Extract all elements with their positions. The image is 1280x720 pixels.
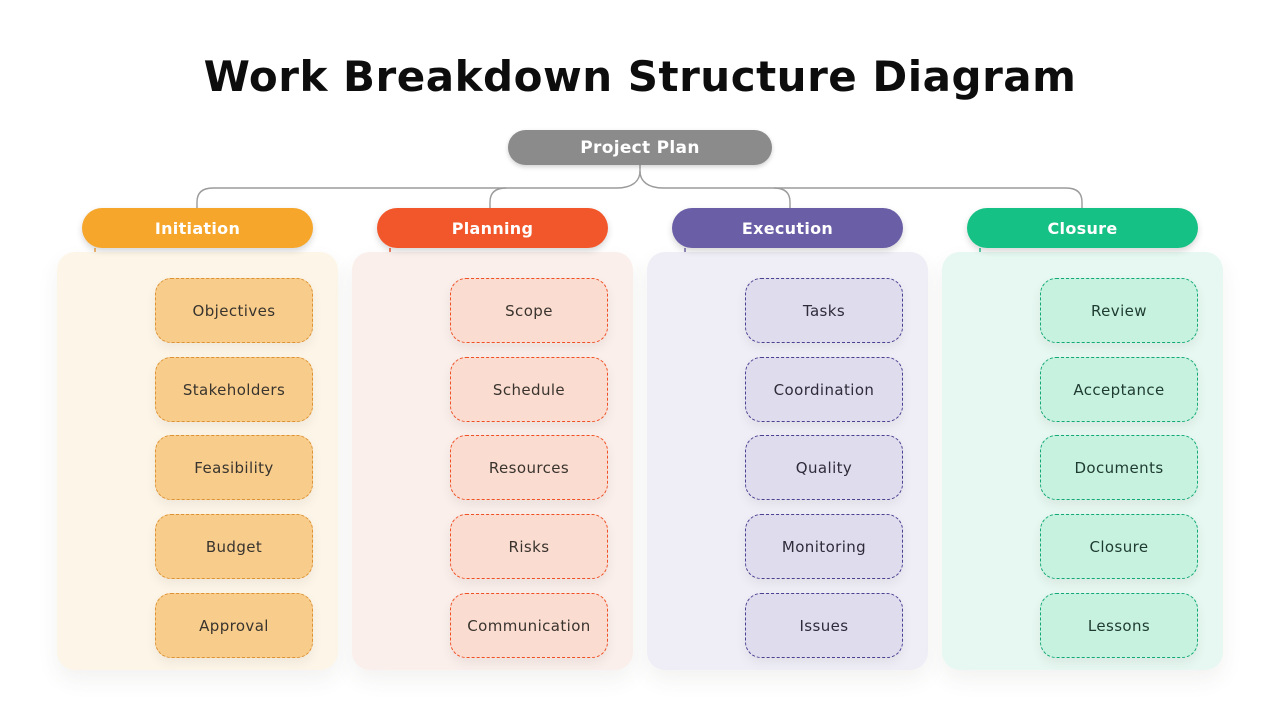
wbs-item-approval: Approval	[155, 593, 313, 658]
branch-header-label: Closure	[1047, 218, 1118, 238]
wbs-item-objectives: Objectives	[155, 278, 313, 343]
branch-header-execution: Execution	[672, 208, 903, 248]
branch-header-label: Execution	[741, 218, 834, 238]
branch-panel-execution: Tasks Coordination Quality Monitoring Is…	[647, 252, 928, 670]
wbs-item-acceptance: Acceptance	[1040, 357, 1198, 422]
branch-header-closure: Closure	[967, 208, 1198, 248]
root-node-label: Project Plan	[580, 137, 700, 158]
wbs-item-quality: Quality	[745, 435, 903, 500]
wbs-item-communication: Communication	[450, 593, 608, 658]
wbs-item-feasibility: Feasibility	[155, 435, 313, 500]
root-node-project-plan: Project Plan	[508, 130, 772, 165]
wbs-item-tasks: Tasks	[745, 278, 903, 343]
branch-header-initiation: Initiation	[82, 208, 313, 248]
wbs-item-risks: Risks	[450, 514, 608, 579]
wbs-item-review: Review	[1040, 278, 1198, 343]
wbs-item-lessons: Lessons	[1040, 593, 1198, 658]
branch-panel-planning: Scope Schedule Resources Risks Communica…	[352, 252, 633, 670]
branch-header-label: Initiation	[154, 218, 241, 238]
branch-header-label: Planning	[451, 218, 534, 238]
root-connectors	[196, 164, 1083, 208]
wbs-item-coordination: Coordination	[745, 357, 903, 422]
wbs-item-budget: Budget	[155, 514, 313, 579]
wbs-item-issues: Issues	[745, 593, 903, 658]
wbs-item-scope: Scope	[450, 278, 608, 343]
wbs-item-schedule: Schedule	[450, 357, 608, 422]
branch-header-planning: Planning	[377, 208, 608, 248]
wbs-item-resources: Resources	[450, 435, 608, 500]
branch-panel-closure: Review Acceptance Documents Closure Less…	[942, 252, 1223, 670]
wbs-item-stakeholders: Stakeholders	[155, 357, 313, 422]
wbs-item-closure: Closure	[1040, 514, 1198, 579]
branch-panel-initiation: Objectives Stakeholders Feasibility Budg…	[57, 252, 338, 670]
wbs-item-documents: Documents	[1040, 435, 1198, 500]
wbs-item-monitoring: Monitoring	[745, 514, 903, 579]
page-title: Work Breakdown Structure Diagram	[203, 52, 1077, 101]
